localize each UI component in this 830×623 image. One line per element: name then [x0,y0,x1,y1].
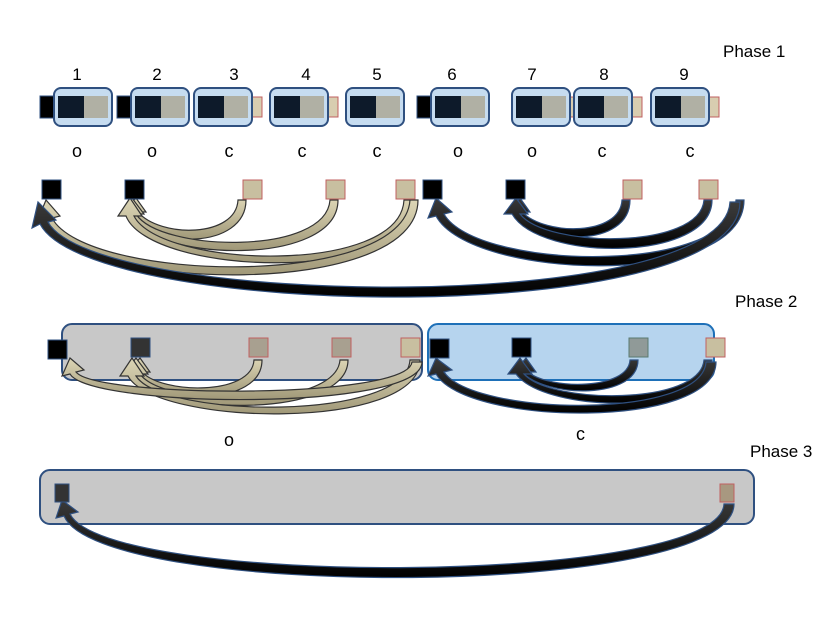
p2-arrow-8-to-7 [512,357,639,392]
unit-dark-part [655,96,681,118]
group-o-box [61,323,423,381]
unit-dark-part [58,96,84,118]
unit-light-part [300,96,324,118]
square-8 [622,179,643,200]
phase-1-arrows [31,196,745,298]
square-9 [698,179,719,200]
unit-3: 3c [193,65,263,161]
unit-number: 5 [372,65,381,84]
square-3 [242,179,263,200]
unit-number: 9 [679,65,688,84]
square-2 [124,179,145,200]
square-7 [505,179,526,200]
p2-square-4 [331,337,352,358]
phase-1-label: Phase 1 [723,42,785,61]
p2-square-1 [47,339,68,360]
unit-light-part [84,96,108,118]
unit-number: 3 [229,65,238,84]
p2-arrow-5-to-1 [60,357,423,401]
unit-dark-part [516,96,542,118]
unit-dark-part [435,96,461,118]
unit-number: 2 [152,65,161,84]
unit-number: 4 [301,65,310,84]
p2-square-5 [400,337,421,358]
unit-state: o [72,141,82,161]
unit-light-part [224,96,248,118]
unit-state: o [527,141,537,161]
phase-2-label: Phase 2 [735,292,797,311]
arrow-5-to-1 [34,198,419,276]
p2-square-6 [429,338,450,359]
unit-dark-part [578,96,604,118]
unit-dark-part [274,96,300,118]
phase-2: o c [47,323,726,450]
unit-state: o [453,141,463,161]
p2-square-3 [248,337,269,358]
unit-6: 6o [416,65,490,161]
merged-group-box [39,469,755,525]
group-c-label: c [576,424,585,444]
arrow-9-to-1 [31,200,741,298]
p2-arrow-5-to-2 [118,356,421,415]
p3-square-9 [719,483,735,503]
group-o-label: o [224,430,234,450]
square-5 [395,179,416,200]
unit-2: 2o [116,65,190,161]
phase-1-squares [41,179,719,200]
unit-dark-part [135,96,161,118]
unit-8: 8c [573,65,643,161]
p2-square-2 [130,337,151,358]
unit-light-part [376,96,400,118]
unit-5: 5c [345,65,405,161]
unit-state: o [147,141,157,161]
unit-number: 6 [447,65,456,84]
unit-light-part [604,96,628,118]
group-c-box [427,323,715,381]
square-1 [41,179,62,200]
unit-number: 8 [599,65,608,84]
p2-square-8 [628,337,649,358]
p2-square-7 [511,337,532,358]
square-6 [422,179,443,200]
square-4 [325,179,346,200]
unit-light-part [681,96,705,118]
unit-dark-part [198,96,224,118]
unit-state: c [373,141,382,161]
arrow-8-to-7 [506,197,631,238]
arrow-9-to-7 [502,197,713,249]
unit-dark-part [350,96,376,118]
unit-7: 7o [511,65,581,161]
unit-light-part [542,96,566,118]
unit-state: c [298,141,307,161]
unit-state: c [686,141,695,161]
p2-square-9 [705,337,726,358]
unit-number: 1 [72,65,81,84]
phase-3-label: Phase 3 [750,442,812,461]
unit-state: c [598,141,607,161]
unit-1: 1o [39,65,113,161]
unit-state: c [225,141,234,161]
unit-light-part [161,96,185,118]
unit-4: 4c [269,65,339,161]
phase-3 [39,469,755,579]
unit-number: 7 [527,65,536,84]
unit-9: 9c [650,65,720,161]
p3-square-1 [54,483,70,503]
unit-light-part [461,96,485,118]
